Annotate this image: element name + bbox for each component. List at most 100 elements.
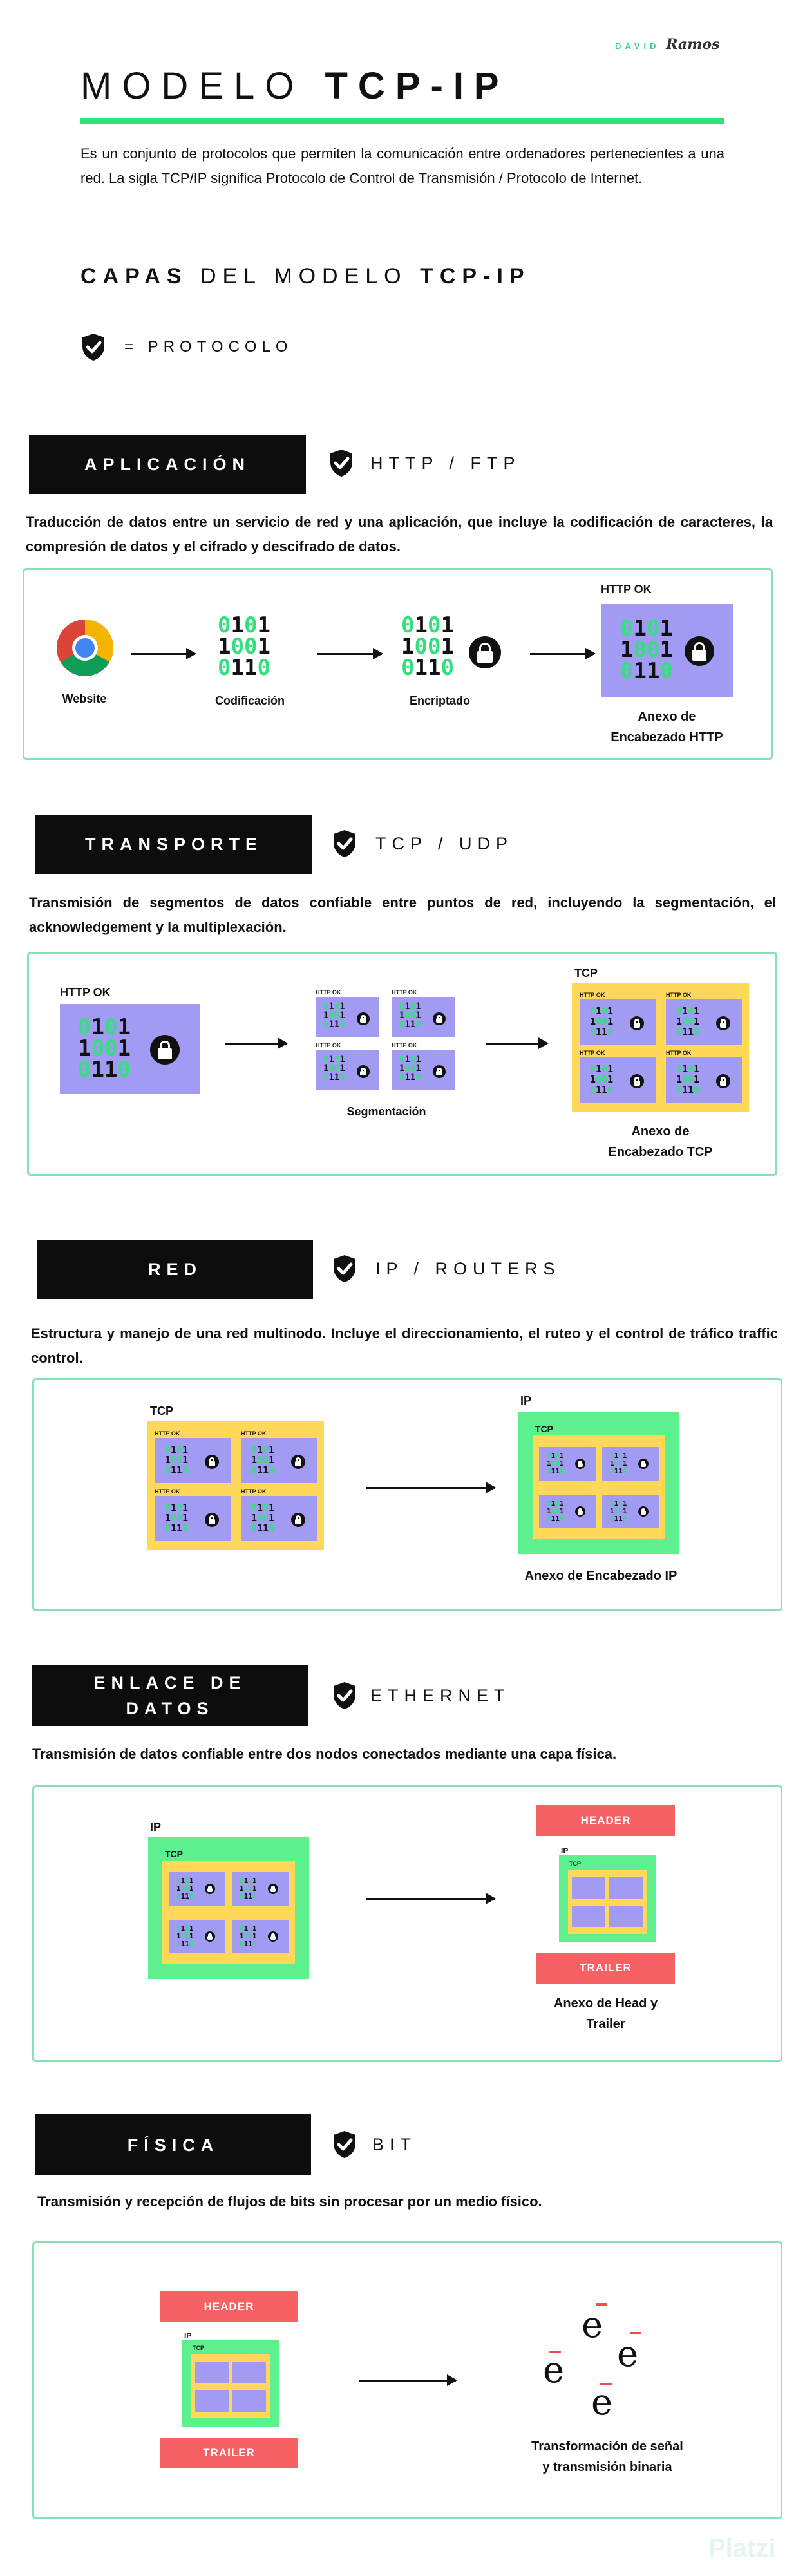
caption-http-header: Anexo de Encabezado HTTP	[611, 710, 723, 744]
layer-app-protocol: HTTP / FTP	[370, 453, 521, 473]
segment-label: HTTP OK	[241, 1488, 267, 1495]
binary-block: 0101 1001 0110	[218, 612, 270, 681]
lock-icon	[150, 1035, 180, 1065]
label-http-ok: HTTP OK	[601, 583, 652, 596]
title-underline	[80, 118, 724, 124]
lock-icon	[291, 1455, 305, 1469]
signal-letter: e	[543, 2349, 565, 2391]
layer-app-diagram: Website 0101 1001 0110 Codificación 0101…	[23, 568, 773, 760]
shield-check-icon	[332, 829, 357, 858]
signal-glyph: e	[617, 2332, 641, 2375]
signal-glyph: e	[582, 2303, 607, 2346]
layer-network-protocol: IP / ROUTERS	[375, 1259, 561, 1278]
segment-packet	[232, 2362, 266, 2383]
segment-packet	[195, 2390, 229, 2412]
segment-label: HTTP OK	[316, 1042, 341, 1048]
layer-transport-title: TRANSPORTE	[35, 815, 312, 874]
lock-icon	[205, 1931, 215, 1942]
ip-packet: TCP	[559, 1855, 656, 1942]
signal-dash	[600, 2383, 612, 2385]
label-tcp: TCP	[193, 2345, 204, 2351]
layer-network-title: RED	[37, 1240, 313, 1299]
layer-transport-protocol: TCP / UDP	[375, 834, 514, 853]
segment-label: HTTP OK	[666, 992, 692, 998]
caption-website: Website	[62, 692, 107, 705]
segment-label: HTTP OK	[666, 1050, 692, 1056]
http-packet: 0101 1001 0110	[601, 604, 733, 697]
caption-encrypted: Encriptado	[409, 694, 470, 707]
label-tcp: TCP	[150, 1405, 173, 1417]
trailer-block: TRAILER	[536, 1953, 675, 1984]
shield-check-icon	[332, 2130, 357, 2159]
label-ip: IP	[520, 1394, 532, 1407]
section-subtitle: CAPAS DEL MODELO TCP-IP	[80, 264, 531, 289]
signal-letter: e	[582, 2304, 603, 2346]
shield-check-icon	[332, 1681, 357, 1710]
arrow-icon	[225, 1037, 288, 1049]
subtitle-a: CAPAS	[80, 264, 188, 289]
label-tcp: TCP	[569, 1861, 581, 1867]
caption-tcp-header: Anexo de Encabezado TCP	[608, 1124, 713, 1159]
signal-dash	[549, 2351, 561, 2353]
lock-icon	[630, 1016, 644, 1030]
ip-packet: TCP	[182, 2340, 279, 2427]
segment-label: HTTP OK	[316, 989, 341, 996]
arrow-icon	[366, 1482, 496, 1493]
label-tcp: TCP	[165, 1849, 183, 1859]
caption-signal: Transformación de señal y transmisión bi…	[531, 2439, 683, 2474]
page-title: MODELO TCP-IP	[80, 64, 509, 108]
segment-packet	[609, 1877, 643, 1899]
segment-packet	[609, 1906, 643, 1927]
layer-physical-protocol: BIT	[372, 2135, 417, 2154]
label-ip: IP	[184, 2331, 192, 2340]
lock-icon	[268, 1884, 278, 1894]
layer-link-title: ENLACE DE DATOS	[32, 1665, 308, 1726]
caption-ip-header: Anexo de Encabezado IP	[524, 1569, 677, 1583]
lock-icon	[638, 1459, 649, 1469]
lock-icon	[630, 1074, 644, 1088]
label-tcp: TCP	[574, 967, 598, 980]
layer-app-desc: Traducción de datos entre un servicio de…	[26, 514, 773, 554]
title-bold: TCP-IP	[325, 65, 509, 107]
segment-label: HTTP OK	[580, 992, 605, 998]
signal-letter: e	[617, 2333, 639, 2375]
lock-icon	[268, 1931, 278, 1942]
subtitle-b: DEL MODELO	[187, 264, 421, 289]
layer-transport-desc: Transmisión de segmentos de datos confia…	[29, 895, 776, 935]
caption-coding: Codificación	[214, 694, 285, 707]
header-block: HEADER	[536, 1805, 675, 1836]
signal-glyph: e	[591, 2382, 612, 2423]
layer-app-title: APLICACIÓN	[29, 435, 306, 494]
platzi-watermark: Platzi	[708, 2534, 776, 2562]
caption-head-trailer: Anexo de Head y Trailer	[553, 1996, 658, 2031]
segment-label: HTTP OK	[580, 1050, 605, 1056]
shield-check-icon	[80, 332, 106, 362]
caption-segmentation: Segmentación	[346, 1105, 426, 1118]
brand-first: DAVID	[615, 41, 660, 51]
segment-packet	[572, 1877, 605, 1899]
layer-link-desc: Transmisión de datos confiable entre dos…	[32, 1746, 617, 1762]
lock-icon	[716, 1016, 730, 1030]
lock-icon	[205, 1513, 219, 1527]
label-http-ok: HTTP OK	[60, 986, 111, 999]
lock-icon	[433, 1065, 446, 1078]
http-packet: 0101 1001 0110	[60, 1004, 200, 1094]
label-tcp: TCP	[535, 1424, 553, 1434]
